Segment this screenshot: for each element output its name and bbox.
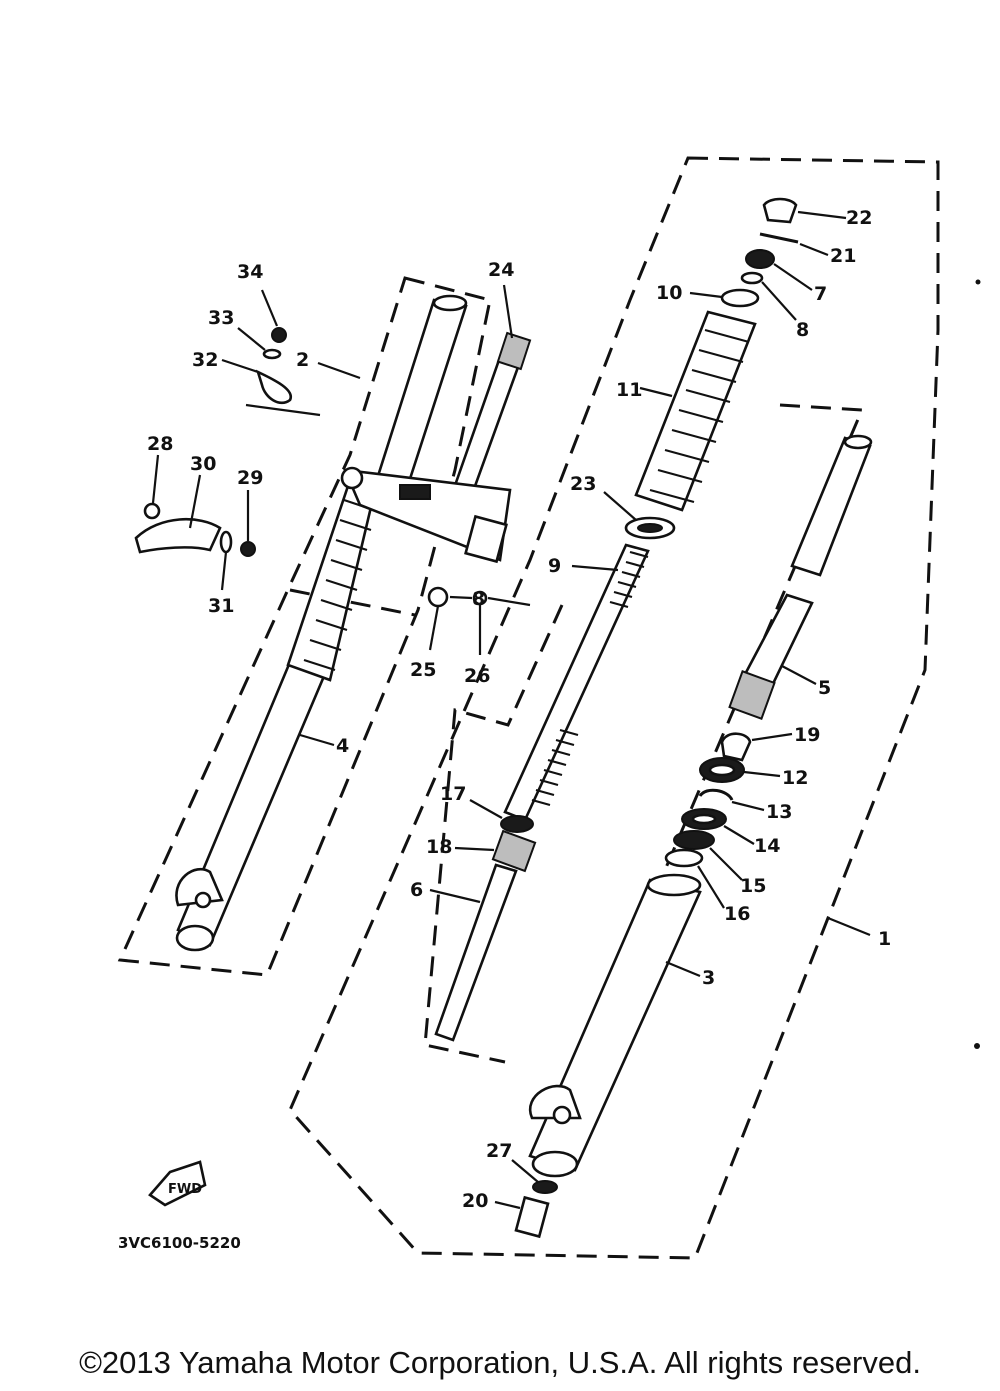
callout-1: 1 — [878, 928, 891, 950]
washer-31 — [219, 530, 233, 591]
copyright-notice: ©2013 Yamaha Motor Corporation, U.S.A. A… — [79, 1345, 921, 1380]
callout-23: 23 — [570, 473, 596, 495]
washer-33 — [237, 327, 282, 360]
callout-6: 6 — [410, 879, 423, 901]
left-fork-outer-tube-4 — [175, 648, 332, 952]
protector-30 — [134, 474, 222, 554]
assembly-1-outline — [288, 156, 940, 1260]
callout-14: 14 — [754, 835, 780, 857]
washer-26 — [472, 590, 488, 655]
fork-4-leader — [299, 733, 335, 747]
callout-21: 21 — [830, 245, 856, 267]
callout-18: 18 — [426, 836, 452, 858]
callout-26: 26 — [464, 665, 490, 687]
callout-10: 10 — [656, 282, 682, 304]
group-outlines — [117, 156, 940, 1260]
callout-24: 24 — [488, 259, 514, 281]
callout-17: 17 — [440, 783, 466, 805]
seal-12 — [699, 757, 781, 783]
under-bracket — [340, 466, 512, 564]
callout-32: 32 — [192, 349, 218, 371]
bushing-16 — [664, 848, 725, 909]
o-ring-7 — [745, 249, 813, 291]
bolt-29 — [240, 490, 256, 557]
piston-19 — [720, 732, 793, 762]
spring-18 — [454, 829, 537, 873]
collar-28 — [143, 454, 161, 520]
damper-rod-outline — [423, 604, 564, 1064]
callout-12: 12 — [782, 767, 808, 789]
bracket-25-26-lines — [449, 595, 531, 607]
cap-bolt-22 — [762, 197, 847, 224]
callout-19: 19 — [794, 724, 820, 746]
callout-9: 9 — [548, 555, 561, 577]
callout-2: 2 — [296, 349, 309, 371]
front-fork-exploded-diagram: FWD 3VC6100-5220 1 2 3 4 5 6 7 8 8 9 10 … — [117, 156, 981, 1260]
scan-specks — [974, 279, 981, 1049]
callout-31: 31 — [208, 595, 234, 617]
callout-29: 29 — [237, 467, 263, 489]
assembly-1-leader — [827, 916, 871, 937]
clip-13 — [698, 788, 765, 812]
clamp-10 — [689, 288, 760, 308]
damper-rod-6 — [429, 863, 518, 1042]
outer-tube-3 — [528, 873, 702, 1178]
fork-spring-9 — [503, 543, 650, 822]
callout-20: 20 — [462, 1190, 488, 1212]
oil-seal-23 — [603, 491, 676, 540]
gasket-27 — [511, 1159, 558, 1194]
stem-24-leader — [502, 284, 514, 339]
bolt-20 — [494, 1195, 550, 1239]
callout-27: 27 — [486, 1140, 512, 1162]
callout-16: 16 — [724, 903, 750, 925]
bracket-outline — [289, 588, 416, 617]
callout-11: 11 — [616, 379, 642, 401]
callout-22: 22 — [846, 207, 872, 229]
inner-fork-outline — [648, 403, 865, 906]
callout-4: 4 — [336, 735, 349, 757]
callout-5: 5 — [818, 677, 831, 699]
callout-30: 30 — [190, 453, 216, 475]
callout-15: 15 — [740, 875, 766, 897]
callout-25: 25 — [410, 659, 436, 681]
fwd-badge-label: FWD — [168, 1182, 202, 1197]
ring-17 — [469, 799, 534, 833]
callout-28: 28 — [147, 433, 173, 455]
clamp-32 — [221, 358, 321, 417]
washer-8 — [740, 271, 797, 321]
callout-7: 7 — [814, 283, 827, 305]
callout-8b: 8 — [472, 588, 485, 610]
oil-seal-15 — [673, 830, 743, 881]
diagram-code: 3VC6100-5220 — [118, 1234, 241, 1252]
left-fork-boot — [286, 478, 377, 682]
bolt-25 — [427, 586, 449, 651]
callout-13: 13 — [766, 801, 792, 823]
washer-14 — [681, 808, 755, 845]
callout-8a: 8 — [796, 319, 809, 341]
callout-33: 33 — [208, 307, 234, 329]
left-inner-tube — [376, 294, 468, 487]
pin-21 — [759, 232, 829, 257]
steering-stem-24 — [450, 331, 532, 502]
fork-boot-11 — [634, 310, 757, 512]
fwd-direction-badge: FWD — [148, 1160, 207, 1207]
callout-34: 34 — [237, 261, 263, 283]
callout-labels: 1 2 3 4 5 6 7 8 8 9 10 11 12 13 14 15 16… — [147, 207, 891, 1212]
bolt-34 — [260, 289, 287, 343]
inner-tube-5 — [728, 434, 873, 720]
assembly-2-leader — [317, 361, 361, 380]
callout-3: 3 — [702, 967, 715, 989]
